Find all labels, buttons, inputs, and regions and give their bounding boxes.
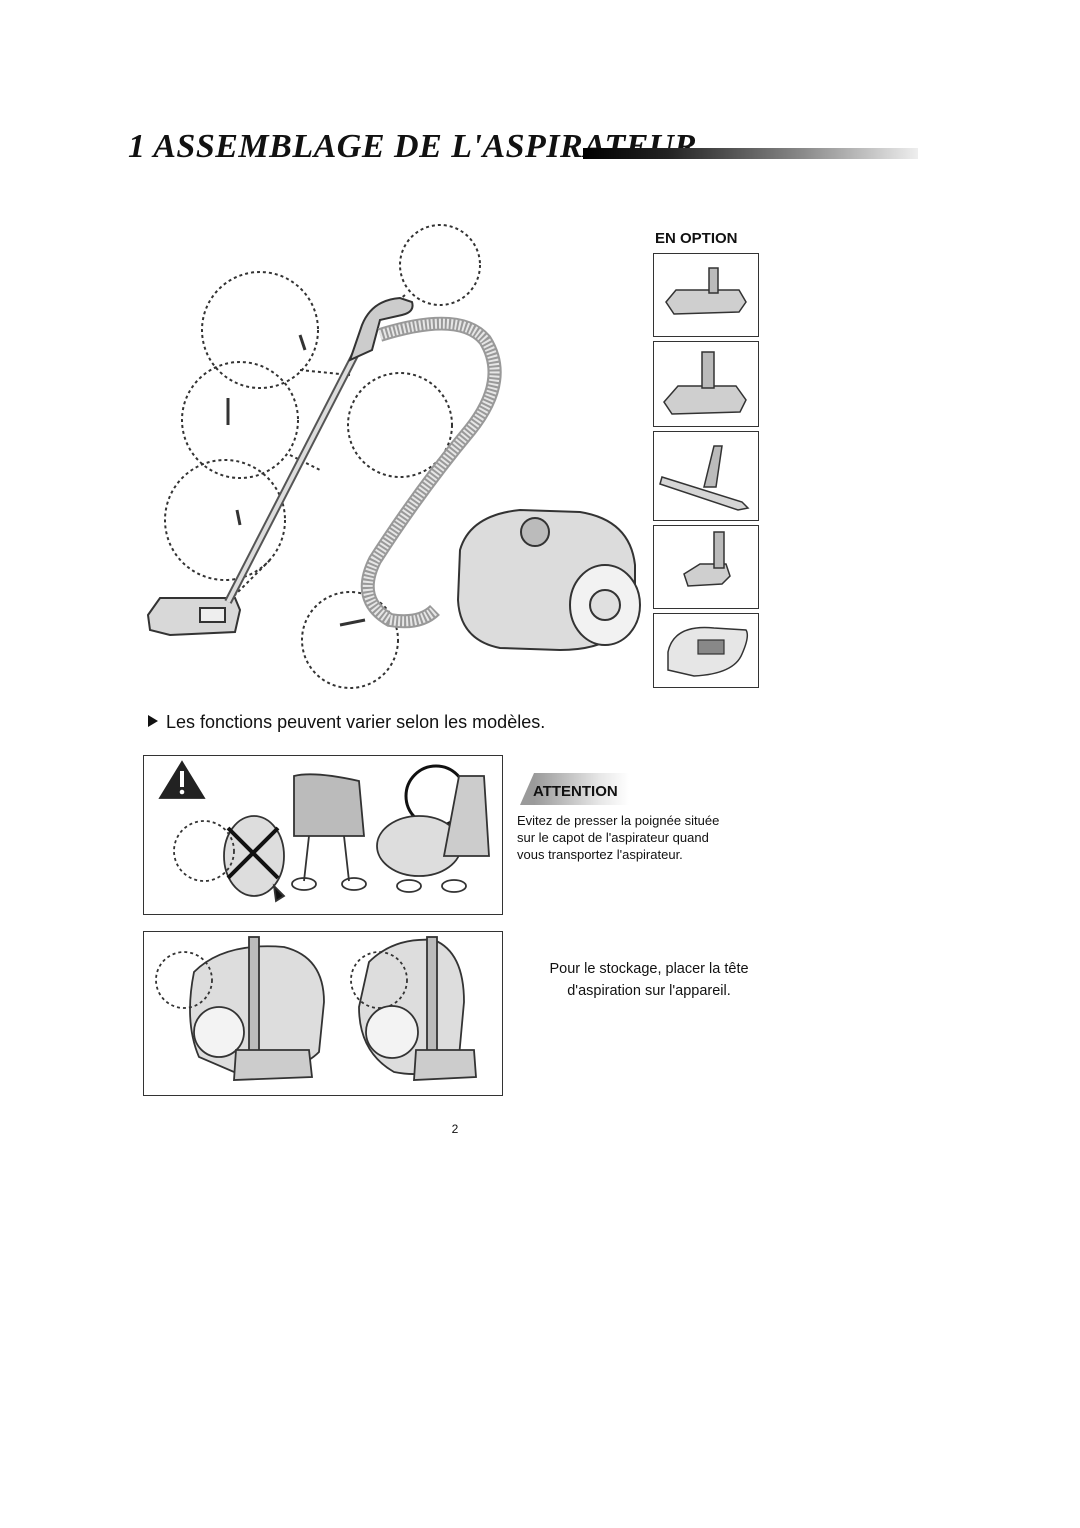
optional-item-parquet-brush [653, 431, 759, 521]
optional-item-mini-turbo-brush [653, 525, 759, 609]
dust-bag-icon [667, 626, 749, 677]
optional-item-turbo-brush [653, 341, 759, 427]
callout-circle-hose-top [399, 224, 481, 306]
cross-mark-icon [226, 826, 280, 880]
page-number: 2 [451, 1122, 459, 1136]
optional-item-floor-brush [653, 253, 759, 337]
models-note-text: Les fonctions peuvent varier selon les m… [166, 712, 546, 732]
storage-line: d'aspiration sur l'appareil. [567, 983, 731, 999]
attention-badge [520, 773, 630, 805]
attention-line: vous transportez l'aspirateur. [517, 847, 683, 862]
callout-circle-pipe-connect [164, 459, 286, 581]
carrying-warning-illustration [143, 755, 503, 915]
callout-circle-hose-handle [201, 271, 319, 389]
vacuum-assembly-illustration [140, 220, 660, 700]
attention-text: Evitez de presser la poignée située sur … [517, 812, 777, 863]
section-title-text: ASSEMBLAGE DE L'ASPIRATEUR [153, 128, 698, 165]
storage-illustration [143, 931, 503, 1096]
heading-gradient-bar [583, 148, 918, 159]
models-note: Les fonctions peuvent varier selon les m… [148, 712, 545, 733]
callout-circle-accessory [347, 372, 453, 478]
callout-circle-hose-inlet [301, 591, 399, 689]
callout-circle-telescopic-pipe [181, 361, 299, 479]
storage-line: Pour le stockage, placer la tête [549, 961, 749, 977]
handle-shape [348, 296, 414, 362]
mini-turbo-brush-icon [683, 531, 731, 587]
section-heading: 1 ASSEMBLAGE DE L'ASPIRATEUR [128, 128, 918, 178]
arrow-bullet-icon [148, 715, 158, 727]
floor-brush-icon [665, 267, 747, 315]
section-number: 1 [128, 128, 146, 165]
floor-brush-shape [146, 597, 242, 637]
storage-text: Pour le stockage, placer la tête d'aspir… [520, 958, 778, 1002]
turbo-brush-icon [663, 351, 747, 415]
attention-line: Evitez de presser la poignée située [517, 813, 720, 828]
attention-line: sur le capot de l'aspirateur quand [517, 830, 709, 845]
optional-title: EN OPTION [655, 230, 738, 247]
section-title: 1 ASSEMBLAGE DE L'ASPIRATEUR [128, 128, 697, 166]
attention-label: ATTENTION [533, 783, 618, 800]
optional-item-dust-bag [653, 613, 759, 688]
parquet-brush-icon [659, 445, 750, 511]
